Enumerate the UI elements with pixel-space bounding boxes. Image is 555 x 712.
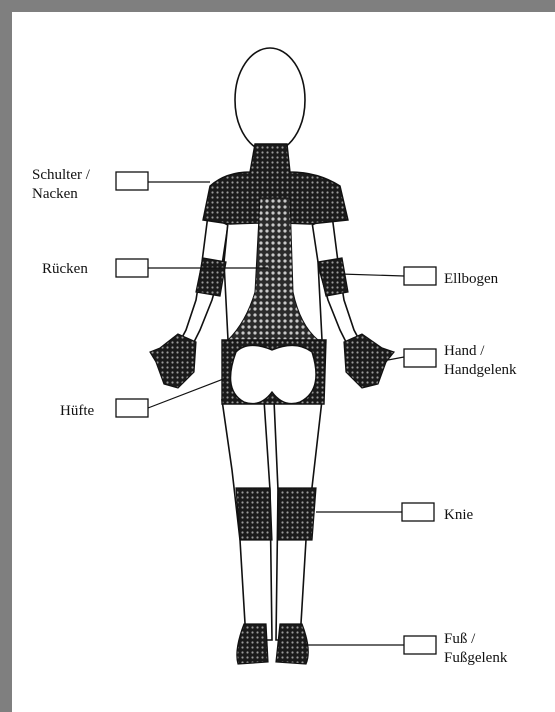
label-shoulder-line2: Nacken: [32, 185, 90, 204]
label-foot: Fuß / Fußgelenk: [444, 630, 507, 668]
region-knee-left: [236, 488, 272, 540]
label-hand: Hand / Handgelenk: [444, 342, 516, 380]
label-foot-line1: Fuß /: [444, 630, 507, 649]
knee-checkbox[interactable]: [402, 503, 434, 521]
label-foot-line2: Fußgelenk: [444, 649, 507, 668]
elbow-checkbox[interactable]: [404, 267, 436, 285]
head: [235, 48, 305, 152]
back-checkbox[interactable]: [116, 259, 148, 277]
hip-checkbox[interactable]: [116, 399, 148, 417]
label-elbow: Ellbogen: [444, 270, 498, 289]
region-hand-right: [344, 334, 394, 388]
region-elbow-left: [196, 258, 226, 296]
region-knee-right: [278, 488, 316, 540]
label-hip: Hüfte: [60, 402, 94, 421]
label-shoulder-line1: Schulter /: [32, 166, 90, 185]
label-hand-line1: Hand /: [444, 342, 516, 361]
region-elbow-right: [318, 258, 348, 296]
foot-checkbox[interactable]: [404, 636, 436, 654]
region-hand-left: [150, 334, 196, 388]
label-shoulder: Schulter / Nacken: [32, 166, 90, 204]
figure-frame: Schulter / Nacken Rücken Hüfte Ellbogen …: [12, 12, 555, 712]
label-hand-line2: Handgelenk: [444, 361, 516, 380]
shoulder-checkbox[interactable]: [116, 172, 148, 190]
region-foot-right: [276, 624, 308, 664]
label-knee: Knie: [444, 506, 473, 525]
hand-checkbox[interactable]: [404, 349, 436, 367]
region-foot-left: [237, 624, 268, 664]
label-back: Rücken: [42, 260, 88, 279]
